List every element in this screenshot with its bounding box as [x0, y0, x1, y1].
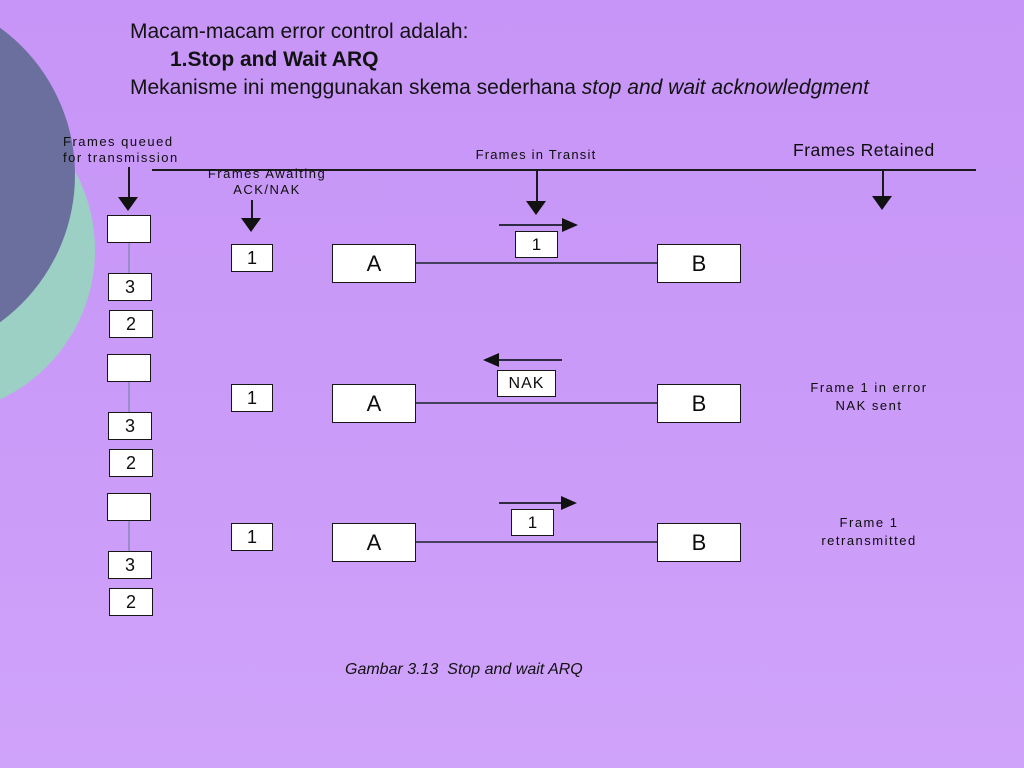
station-b-box: B — [657, 244, 741, 283]
row-2-note-line2: NAK sent — [835, 398, 903, 413]
transit-direction-line — [499, 359, 562, 361]
label-frames-queued-line2: for transmission — [63, 150, 179, 165]
title-line-1: Macam-macam error control adalah: — [130, 20, 469, 43]
figure-caption: Gambar 3.13 Stop and wait ARQ — [345, 661, 583, 678]
queue-box-empty — [107, 354, 151, 382]
awaiting-arrow-stem — [251, 200, 253, 218]
awaiting-ack-box: 1 — [231, 384, 273, 412]
label-frames-awaiting: Frames Awaiting ACK/NAK — [187, 166, 347, 198]
title-line-2: 1.Stop and Wait ARQ — [170, 48, 379, 71]
queue-group-1: 3 2 — [107, 215, 167, 338]
title-block: Macam-macam error control adalah: 1.Stop… — [130, 18, 869, 102]
row-2-note-line1: Frame 1 in error — [810, 380, 928, 395]
sequence-row-3: 1 A B 1 — [0, 489, 1024, 619]
frame-in-transit-box: NAK — [497, 370, 556, 397]
frame-in-transit-box: 1 — [515, 231, 558, 258]
queue-box-2: 2 — [109, 588, 153, 616]
queue-group-2: 3 2 — [107, 354, 167, 477]
arrow-right-icon — [561, 496, 577, 510]
timeline-rule — [152, 169, 976, 171]
title-line-3-italic: stop and wait acknowledgment — [581, 76, 869, 99]
transit-direction-line — [499, 502, 562, 504]
awaiting-ack-box: 1 — [231, 523, 273, 551]
arrow-right-icon — [562, 218, 578, 232]
sequence-row-2: 1 A B NAK — [0, 350, 1024, 480]
a-b-link-line — [415, 402, 657, 404]
station-a-box: A — [332, 523, 416, 562]
queue-box-2: 2 — [109, 310, 153, 338]
queued-arrow-stem — [128, 167, 130, 197]
arrow-left-icon — [483, 353, 499, 367]
queue-box-3: 3 — [108, 273, 152, 301]
label-frames-in-transit: Frames in Transit — [475, 147, 597, 162]
station-a-box: A — [332, 384, 416, 423]
queue-box-2: 2 — [109, 449, 153, 477]
row-2-note: Frame 1 in error NAK sent — [790, 379, 948, 415]
queue-connector-line — [128, 519, 130, 551]
row-3-note-line2: retransmitted — [821, 533, 917, 548]
queued-arrow-icon — [118, 197, 138, 211]
label-frames-awaiting-line2: ACK/NAK — [233, 182, 301, 197]
queue-box-3: 3 — [108, 551, 152, 579]
queue-box-empty — [107, 215, 151, 243]
awaiting-arrow-icon — [241, 218, 261, 232]
transit-arrow-icon — [526, 201, 546, 215]
station-b-box: B — [657, 384, 741, 423]
label-frames-awaiting-line1: Frames Awaiting — [207, 166, 327, 181]
queue-box-empty — [107, 493, 151, 521]
transit-arrow-stem — [536, 171, 538, 201]
a-b-link-line — [415, 262, 657, 264]
transit-direction-line — [499, 224, 562, 226]
row-3-note: Frame 1 retransmitted — [790, 514, 948, 550]
queue-connector-line — [128, 241, 130, 273]
retained-arrow-icon — [872, 196, 892, 210]
station-a-box: A — [332, 244, 416, 283]
queue-connector-line — [128, 380, 130, 412]
queue-box-3: 3 — [108, 412, 152, 440]
row-3-note-line1: Frame 1 — [839, 515, 899, 530]
label-frames-queued-line1: Frames queued — [63, 134, 174, 149]
frame-in-transit-box: 1 — [511, 509, 554, 536]
retained-arrow-stem — [882, 171, 884, 196]
label-frames-queued: Frames queued for transmission — [63, 134, 179, 166]
station-b-box: B — [657, 523, 741, 562]
title-line-3: Mekanisme ini menggunakan skema sederhan… — [130, 74, 869, 102]
title-line-3-regular: Mekanisme ini menggunakan skema sederhan… — [130, 76, 582, 99]
label-frames-retained: Frames Retained — [793, 140, 935, 160]
awaiting-ack-box: 1 — [231, 244, 273, 272]
sequence-row-1: 1 A B 1 — [0, 210, 1024, 340]
a-b-link-line — [415, 541, 657, 543]
queue-group-3: 3 2 — [107, 493, 167, 616]
